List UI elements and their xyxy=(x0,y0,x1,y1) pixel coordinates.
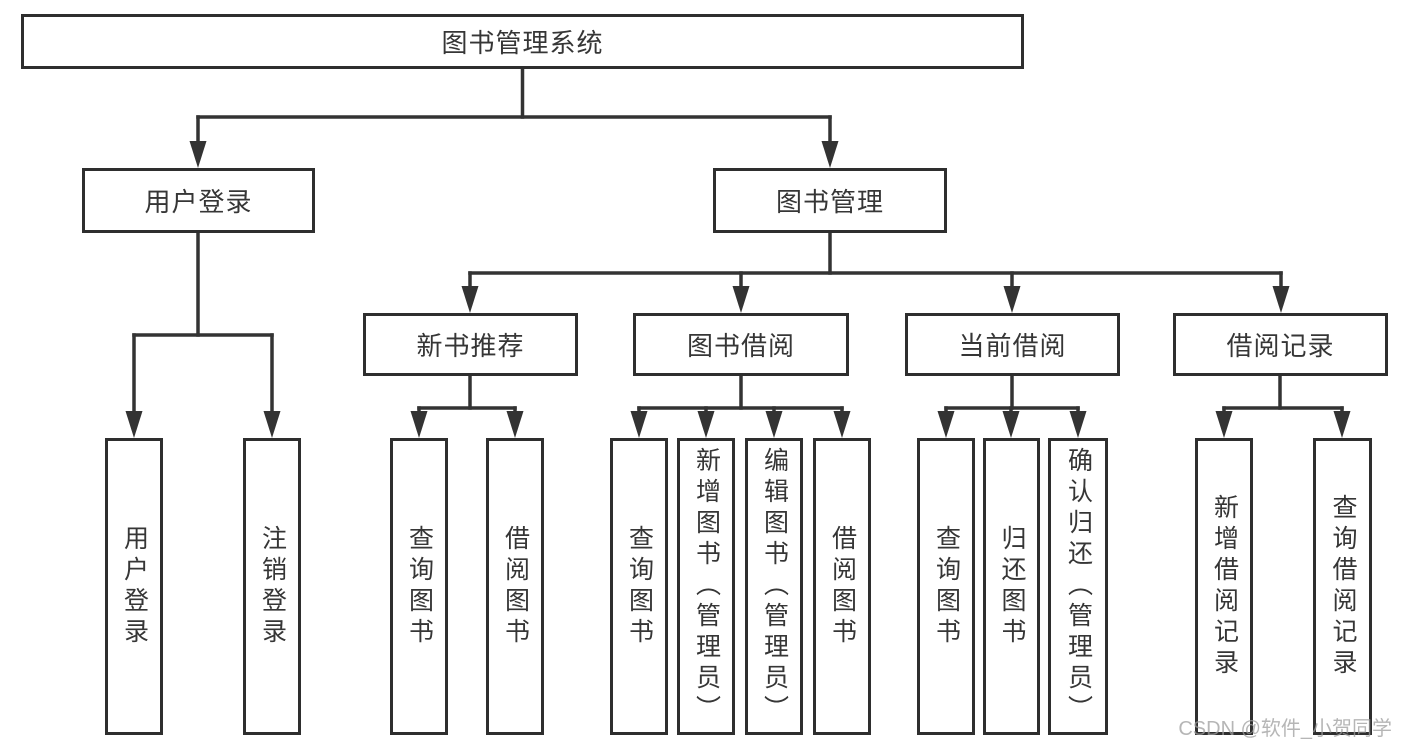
leaf-logout: 注销登录 xyxy=(243,438,301,735)
connector-arrowhead xyxy=(1272,286,1290,313)
node-borrowing-records-label: 借阅记录 xyxy=(1226,331,1335,361)
leaf-user-login-label: 用户登录 xyxy=(120,524,149,649)
connector-arrowhead xyxy=(765,411,783,438)
connector-arrowhead xyxy=(1003,286,1021,313)
connector-arrowhead xyxy=(410,411,428,438)
connector-arrowhead xyxy=(697,411,715,438)
node-book-borrowing: 图书借阅 xyxy=(633,313,849,376)
leaf-newrec-borrow-books: 借阅图书 xyxy=(486,438,544,735)
leaf-current-confirm-return-admin-label: 确认归还（管理员） xyxy=(1064,447,1093,726)
node-new-book-recommend-label: 新书推荐 xyxy=(416,331,525,361)
leaf-records-query-record-label: 查询借阅记录 xyxy=(1329,493,1357,680)
leaf-current-return-books-label: 归还图书 xyxy=(998,524,1026,649)
connector-arrowhead xyxy=(125,411,143,438)
leaf-newrec-query-books: 查询图书 xyxy=(390,438,448,735)
node-borrowing-records: 借阅记录 xyxy=(1173,313,1388,376)
leaf-records-query-record: 查询借阅记录 xyxy=(1313,438,1372,735)
connector-arrowhead xyxy=(1002,411,1020,438)
leaf-user-login: 用户登录 xyxy=(105,438,163,735)
leaf-borrowing-borrow-books: 借阅图书 xyxy=(813,438,871,735)
leaf-current-return-books: 归还图书 xyxy=(983,438,1040,735)
leaf-current-query-books: 查询图书 xyxy=(917,438,975,735)
connector-arrowhead xyxy=(263,411,281,438)
leaf-borrowing-add-books-admin-label: 新增图书（管理员） xyxy=(692,447,721,726)
node-book-management: 图书管理 xyxy=(713,168,947,233)
leaf-borrowing-query-books: 查询图书 xyxy=(610,438,668,735)
connector-arrowhead xyxy=(821,141,839,168)
connector-arrowhead xyxy=(506,411,524,438)
node-new-book-recommend: 新书推荐 xyxy=(363,313,578,376)
leaf-current-query-books-label: 查询图书 xyxy=(932,524,961,649)
connector-arrowhead xyxy=(937,411,955,438)
connector-arrowhead xyxy=(189,141,207,168)
connector-arrowhead xyxy=(461,286,479,313)
node-book-borrowing-label: 图书借阅 xyxy=(686,331,795,361)
connector-arrowhead xyxy=(1069,411,1087,438)
node-user-login: 用户登录 xyxy=(82,168,315,233)
leaf-borrowing-edit-books-admin-label: 编辑图书（管理员） xyxy=(760,447,789,726)
node-current-borrowing-label: 当前借阅 xyxy=(958,331,1067,361)
leaf-newrec-query-books-label: 查询图书 xyxy=(405,524,434,649)
node-book-management-label: 图书管理 xyxy=(775,187,884,217)
leaf-borrowing-borrow-books-label: 借阅图书 xyxy=(828,524,857,649)
root-node-library-management-system: 图书管理系统 xyxy=(21,14,1024,69)
leaf-borrowing-add-books-admin: 新增图书（管理员） xyxy=(677,438,735,735)
connector-arrowhead xyxy=(630,411,648,438)
leaf-records-add-record-label: 新增借阅记录 xyxy=(1210,493,1239,680)
connector-arrowhead xyxy=(1333,411,1351,438)
leaf-current-confirm-return-admin: 确认归还（管理员） xyxy=(1048,438,1108,735)
node-user-login-label: 用户登录 xyxy=(144,187,253,217)
leaf-logout-label: 注销登录 xyxy=(258,524,287,649)
root-node-label: 图书管理系统 xyxy=(441,28,604,58)
node-current-borrowing: 当前借阅 xyxy=(905,313,1120,376)
leaf-records-add-record: 新增借阅记录 xyxy=(1195,438,1253,735)
leaf-newrec-borrow-books-label: 借阅图书 xyxy=(501,524,530,649)
connector-arrowhead xyxy=(833,411,851,438)
leaf-borrowing-query-books-label: 查询图书 xyxy=(625,524,654,649)
connector-arrowhead xyxy=(1215,411,1233,438)
leaf-borrowing-edit-books-admin: 编辑图书（管理员） xyxy=(745,438,803,735)
connector-arrowhead xyxy=(732,286,750,313)
csdn-watermark: CSDN @软件_小贺同学 xyxy=(1178,718,1392,740)
